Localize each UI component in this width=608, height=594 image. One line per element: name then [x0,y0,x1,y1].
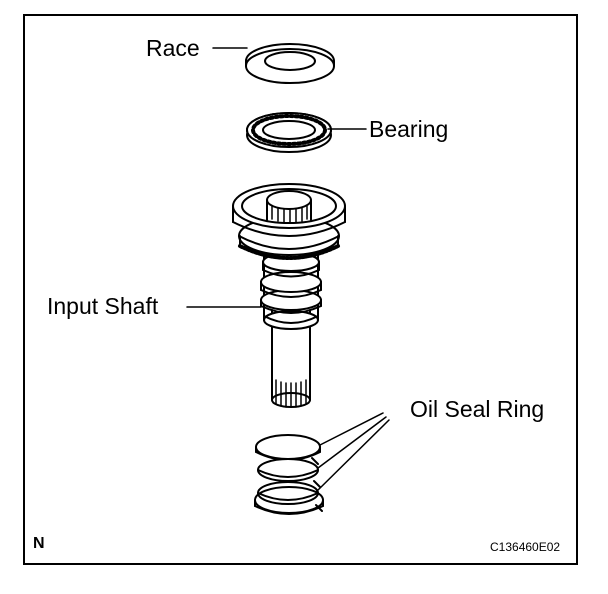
race-label: Race [146,35,200,61]
figure-code: C136460E02 [490,540,561,554]
oil-seal-leader-line-1 [319,412,384,446]
oil-seal-leader-line-2 [317,416,387,469]
bearing-label: Bearing [369,116,449,142]
oil-seal-leader-line-3 [315,419,390,493]
race-part [245,43,335,84]
input-shaft-part [232,183,346,408]
input-shaft-label: Input Shaft [47,293,159,319]
leader-lines [186,47,390,493]
bearing-part [246,112,332,153]
north-marker: N [33,535,45,552]
diagram-frame [23,14,578,565]
oil-seal-ring-label: Oil Seal Ring [410,396,545,422]
oil-seal-rings-part [254,434,324,515]
